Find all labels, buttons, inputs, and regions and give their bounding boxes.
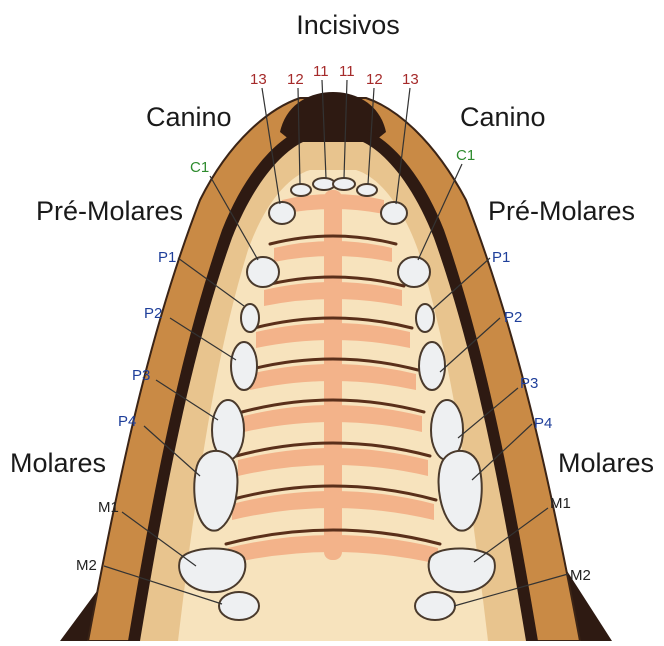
label-canino-right: Canino: [460, 102, 546, 132]
incisor-12-right: [357, 184, 377, 196]
incisor-13-right: [381, 202, 407, 224]
label-m2-left: M2: [76, 557, 97, 574]
label-premolares-right: Pré-Molares: [488, 196, 635, 226]
incisor-label-12-right: 12: [366, 71, 383, 88]
incisor-label-11-right: 11: [339, 63, 355, 80]
label-p4-left: P4: [118, 413, 136, 430]
premolar-p1-right: [416, 304, 434, 332]
incisor-label-13-right: 13: [402, 71, 419, 88]
label-p1-left: P1: [158, 249, 176, 266]
incisor-12-left: [291, 184, 311, 196]
label-m2-right: M2: [570, 567, 591, 584]
molar-m2-right: [415, 592, 455, 620]
label-molares-left: Molares: [10, 448, 106, 478]
incisor-11-right: [333, 178, 355, 190]
label-m1-left: M1: [98, 499, 119, 516]
incisor-label-11-left: 11: [313, 63, 329, 80]
incisor-13-left: [269, 202, 295, 224]
label-c1-right: C1: [456, 147, 475, 164]
label-molares-right: Molares: [558, 448, 654, 478]
label-p3-left: P3: [132, 367, 150, 384]
label-m1-right: M1: [550, 495, 571, 512]
molar-m1-right: [429, 548, 495, 592]
label-p2-left: P2: [144, 305, 162, 322]
label-canino-left: Canino: [146, 102, 232, 132]
incisor-label-13-left: 13: [250, 71, 267, 88]
canine-right: [398, 257, 430, 287]
incisor-11-left: [313, 178, 335, 190]
premolar-p2-left: [231, 342, 257, 390]
label-premolares-left: Pré-Molares: [36, 196, 183, 226]
label-p4-right: P4: [534, 415, 552, 432]
molar-m1-left: [179, 548, 245, 592]
incisor-label-12-left: 12: [287, 71, 304, 88]
molar-m2-left: [219, 592, 259, 620]
label-c1-left: C1: [190, 159, 209, 176]
label-p2-right: P2: [504, 309, 522, 326]
canine-left: [247, 257, 279, 287]
premolar-p2-right: [419, 342, 445, 390]
title-incisivos: Incisivos: [296, 10, 400, 40]
premolar-p1-left: [241, 304, 259, 332]
label-p1-right: P1: [492, 249, 510, 266]
label-p3-right: P3: [520, 375, 538, 392]
